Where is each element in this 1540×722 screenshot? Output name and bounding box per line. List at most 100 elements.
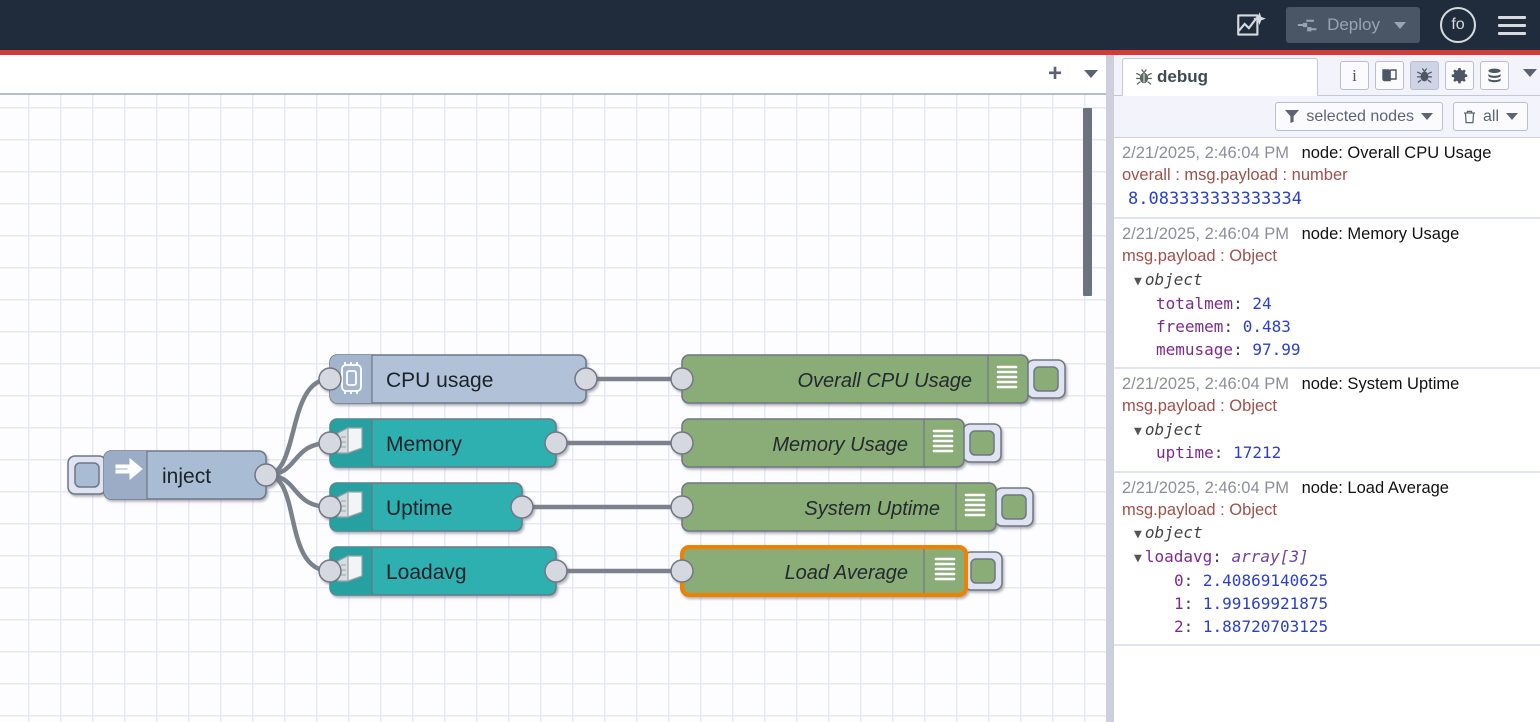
property-value: 97.99 bbox=[1252, 340, 1300, 359]
property-value: 17212 bbox=[1233, 443, 1281, 462]
filter-icon bbox=[1285, 110, 1299, 123]
debug-message[interactable]: 2/21/2025, 2:46:04 PM node: Overall CPU … bbox=[1114, 138, 1540, 219]
node-label: Load Average bbox=[785, 562, 908, 584]
chevron-down-icon[interactable] bbox=[1084, 70, 1098, 78]
node-label: Uptime bbox=[386, 497, 453, 520]
debug-message[interactable]: 2/21/2025, 2:46:04 PM node: Load Average… bbox=[1114, 473, 1540, 647]
object-root-label: object bbox=[1145, 270, 1203, 289]
node-label: System Uptime bbox=[804, 498, 940, 520]
chevron-down-icon[interactable] bbox=[1523, 69, 1537, 77]
info-icon[interactable]: i bbox=[1340, 61, 1369, 90]
node-cpu-usage[interactable]: CPU usage bbox=[319, 355, 597, 403]
array-item-row: 2: 1.88720703125 bbox=[1122, 615, 1532, 638]
chevron-down-icon bbox=[1421, 113, 1433, 120]
message-timestamp: 2/21/2025, 2:46:04 PM bbox=[1122, 479, 1289, 497]
tab-debug-label: debug bbox=[1157, 67, 1208, 87]
node-debug-memory-usage[interactable]: Memory Usage bbox=[671, 419, 1001, 467]
server-box-icon bbox=[338, 556, 362, 581]
array-type: array[3] bbox=[1232, 547, 1309, 566]
message-topic: msg.payload : Object bbox=[1122, 245, 1532, 267]
chevron-down-icon bbox=[1506, 113, 1518, 120]
config-gear-icon[interactable] bbox=[1445, 61, 1474, 90]
message-topic: msg.payload : Object bbox=[1122, 499, 1532, 521]
message-source-node: node: Load Average bbox=[1302, 479, 1449, 497]
node-debug-load-average[interactable]: Load Average bbox=[671, 547, 1002, 595]
deploy-button[interactable]: Deploy bbox=[1286, 7, 1420, 43]
deploy-dropdown-caret[interactable] bbox=[1394, 22, 1406, 29]
node-label: Memory Usage bbox=[772, 434, 908, 456]
array-item-row: 0: 2.40869140625 bbox=[1122, 569, 1532, 592]
property-key: totalmem bbox=[1156, 294, 1233, 313]
property-value: 0.483 bbox=[1243, 317, 1291, 336]
flow-wires bbox=[266, 379, 682, 571]
expand-triangle-icon[interactable]: ▼ bbox=[1134, 551, 1142, 566]
item-index: 0 bbox=[1174, 571, 1184, 590]
node-debug-system-uptime[interactable]: System Uptime bbox=[671, 483, 1033, 531]
deploy-label: Deploy bbox=[1327, 15, 1380, 35]
message-source-node: node: System Uptime bbox=[1302, 375, 1460, 393]
node-inject[interactable]: inject bbox=[68, 451, 277, 499]
flow-tab-bar: + bbox=[0, 55, 1114, 95]
node-loadavg[interactable]: Loadavg bbox=[319, 547, 567, 595]
node-label: Memory bbox=[386, 433, 462, 456]
server-box-icon bbox=[338, 428, 362, 453]
debug-message[interactable]: 2/21/2025, 2:46:04 PM node: System Uptim… bbox=[1114, 369, 1540, 473]
message-source-node: node: Memory Usage bbox=[1302, 225, 1460, 243]
help-book-icon[interactable] bbox=[1375, 61, 1404, 90]
clear-label: all bbox=[1483, 108, 1499, 126]
node-label: CPU usage bbox=[386, 369, 493, 392]
sidebar-tab-strip: debug i bbox=[1114, 55, 1540, 96]
object-root-label: object bbox=[1145, 523, 1203, 542]
debug-filter-bar: selected nodes all bbox=[1114, 96, 1540, 137]
property-key: uptime bbox=[1156, 443, 1214, 462]
tab-debug[interactable]: debug bbox=[1122, 58, 1318, 96]
flow-canvas[interactable]: inject CPU usage bbox=[0, 95, 1114, 722]
object-property-row: totalmem: 24 bbox=[1122, 292, 1532, 315]
debug-bug-icon[interactable] bbox=[1410, 61, 1439, 90]
avatar[interactable]: fo bbox=[1440, 7, 1476, 43]
expand-triangle-icon[interactable]: ▼ bbox=[1134, 274, 1142, 289]
object-root-row[interactable]: ▼object bbox=[1122, 268, 1532, 292]
item-index: 2 bbox=[1174, 617, 1184, 636]
item-value: 1.99169921875 bbox=[1203, 594, 1328, 613]
debug-message-list[interactable]: 2/21/2025, 2:46:04 PM node: Overall CPU … bbox=[1114, 137, 1540, 722]
expand-triangle-icon[interactable]: ▼ bbox=[1134, 527, 1142, 542]
object-root-row[interactable]: ▼object bbox=[1122, 418, 1532, 442]
panel-resize-handle[interactable] bbox=[1106, 55, 1114, 722]
node-label: Loadavg bbox=[386, 561, 467, 584]
app-header: Deploy fo bbox=[0, 0, 1540, 50]
node-label: Overall CPU Usage bbox=[797, 370, 972, 392]
node-uptime[interactable]: Uptime bbox=[319, 483, 533, 531]
context-stack-icon[interactable] bbox=[1480, 61, 1509, 90]
item-value: 1.88720703125 bbox=[1203, 617, 1328, 636]
filter-selected-nodes-button[interactable]: selected nodes bbox=[1275, 102, 1443, 131]
message-value: 8.083333333333334 bbox=[1122, 187, 1532, 212]
item-value: 2.40869140625 bbox=[1203, 571, 1328, 590]
property-value: 24 bbox=[1252, 294, 1271, 313]
node-memory[interactable]: Memory bbox=[319, 419, 567, 467]
canvas-vertical-scrollbar[interactable] bbox=[1083, 108, 1092, 296]
message-timestamp: 2/21/2025, 2:46:04 PM bbox=[1122, 144, 1289, 162]
property-key: freemem bbox=[1156, 317, 1223, 336]
hamburger-menu-icon[interactable] bbox=[1498, 11, 1526, 40]
property-key: memusage bbox=[1156, 340, 1233, 359]
message-topic: overall : msg.payload : number bbox=[1122, 164, 1532, 186]
item-index: 1 bbox=[1174, 594, 1184, 613]
clear-messages-button[interactable]: all bbox=[1453, 102, 1528, 131]
add-flow-button[interactable]: + bbox=[1048, 62, 1062, 86]
bug-icon bbox=[1135, 68, 1153, 86]
flow-generate-icon[interactable] bbox=[1234, 8, 1268, 42]
flow-diagram: inject CPU usage bbox=[0, 95, 1114, 722]
sidebar-tool-buttons: i bbox=[1340, 61, 1537, 90]
server-box-icon bbox=[338, 492, 362, 517]
debug-message[interactable]: 2/21/2025, 2:46:04 PM node: Memory Usage… bbox=[1114, 219, 1540, 369]
message-topic: msg.payload : Object bbox=[1122, 395, 1532, 417]
message-source-node: node: Overall CPU Usage bbox=[1302, 144, 1492, 162]
object-root-row[interactable]: ▼object bbox=[1122, 521, 1532, 545]
object-property-row: memusage: 97.99 bbox=[1122, 338, 1532, 361]
array-root-row[interactable]: ▼loadavg: array[3] bbox=[1122, 545, 1532, 569]
message-timestamp: 2/21/2025, 2:46:04 PM bbox=[1122, 225, 1289, 243]
expand-triangle-icon[interactable]: ▼ bbox=[1134, 424, 1142, 439]
node-debug-overall-cpu-usage[interactable]: Overall CPU Usage bbox=[671, 355, 1065, 403]
filter-label: selected nodes bbox=[1306, 108, 1414, 126]
